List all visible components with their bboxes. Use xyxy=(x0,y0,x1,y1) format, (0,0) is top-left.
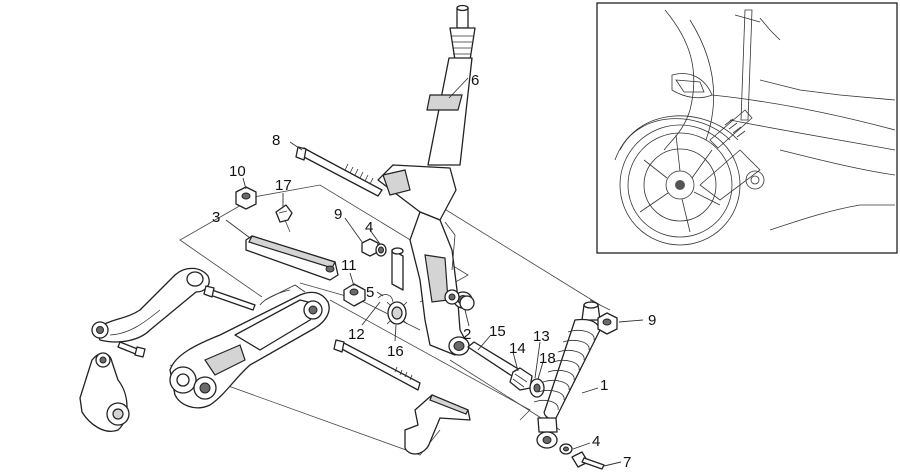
shaft-assembly xyxy=(467,341,545,398)
callout-13: 13 xyxy=(533,328,550,345)
callout-10: 10 xyxy=(229,163,246,180)
shock-absorber xyxy=(533,301,601,449)
callout-8: 8 xyxy=(272,132,280,149)
callout-4-upper: 4 xyxy=(365,219,373,236)
bushing-2 xyxy=(444,289,475,311)
callout-4-lower: 4 xyxy=(592,433,600,450)
bolt-7 xyxy=(571,451,605,470)
main-swing-arm xyxy=(169,284,330,409)
nut-10 xyxy=(235,186,257,210)
lower-bracket xyxy=(404,394,471,455)
callout-11: 11 xyxy=(341,257,357,274)
callout-1: 1 xyxy=(600,377,608,394)
bolt-swing-arm-small xyxy=(117,341,146,358)
bushing-set xyxy=(343,238,408,325)
callout-7: 7 xyxy=(623,454,631,471)
callout-3: 3 xyxy=(212,209,220,226)
nut-9-right xyxy=(597,312,618,335)
callout-15: 15 xyxy=(489,323,506,340)
callout-6: 6 xyxy=(471,72,479,89)
washer-4-bottom xyxy=(559,443,573,455)
callout-12: 12 xyxy=(348,326,365,343)
clip-17 xyxy=(275,204,293,223)
bolt-main-swing-arm xyxy=(333,339,421,391)
callout-labels: 6 8 10 17 3 9 4 11 5 12 16 2 15 14 13 18… xyxy=(212,72,656,471)
callout-9-right: 9 xyxy=(648,312,656,329)
bolt-swing-arm-upper xyxy=(203,285,256,311)
callout-14: 14 xyxy=(509,340,526,357)
callout-9-upper: 9 xyxy=(334,206,342,223)
link-plate xyxy=(79,352,130,432)
callout-16: 16 xyxy=(387,343,404,360)
long-bolt xyxy=(295,146,383,197)
scooter-location-inset xyxy=(596,2,898,254)
bracket-plate xyxy=(245,235,339,281)
callout-2: 2 xyxy=(463,326,471,343)
callout-5: 5 xyxy=(366,284,374,301)
upper-swing-arm xyxy=(91,267,210,343)
inset-frame xyxy=(596,2,898,254)
leader-lines xyxy=(225,77,644,467)
callout-18: 18 xyxy=(539,350,556,367)
callout-17: 17 xyxy=(275,177,292,194)
